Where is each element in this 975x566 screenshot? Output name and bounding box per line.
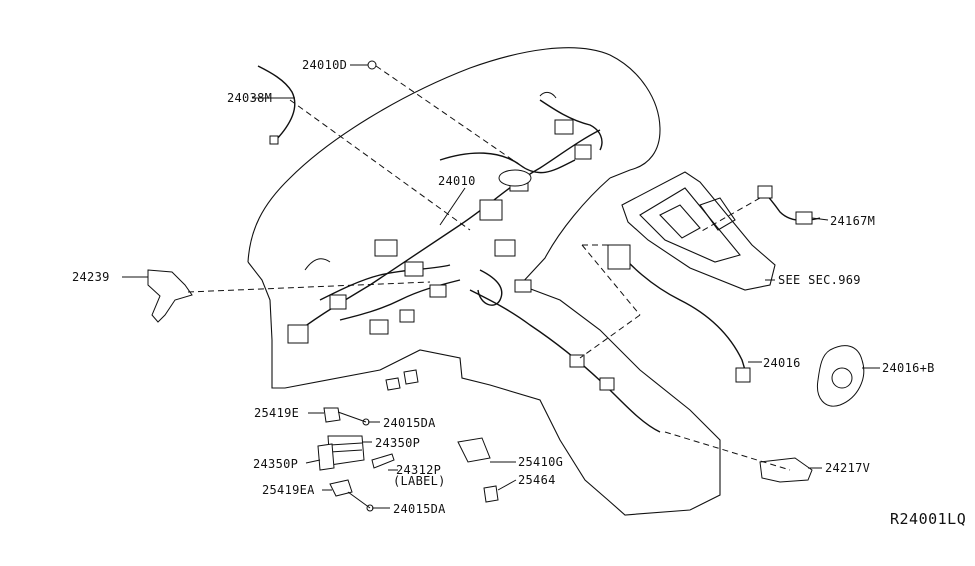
label-24010: 24010	[438, 174, 476, 188]
label-24167M: 24167M	[830, 214, 875, 228]
center-console-outline	[621, 171, 776, 291]
console-harness-24167M	[757, 185, 821, 225]
label-24217V: 24217V	[825, 461, 870, 475]
leader-lines	[122, 64, 880, 509]
label-24312P: 24312P	[396, 463, 441, 477]
label-see-sec-969: SEE SEC.969	[778, 273, 861, 287]
label-24016B: 24016+B	[882, 361, 935, 375]
label-24010D: 24010D	[302, 58, 347, 72]
label-24016: 24016	[763, 356, 801, 370]
label-24015DA-upper: 24015DA	[383, 416, 436, 430]
clip-24217V	[759, 457, 813, 483]
label-25410G: 25410G	[518, 455, 563, 469]
part-24016B	[816, 345, 865, 407]
main-harness-24010	[287, 91, 661, 433]
label-24038M: 24038M	[227, 91, 272, 105]
label-24239: 24239	[72, 270, 110, 284]
label-25419E: 25419E	[254, 406, 299, 420]
instrument-panel-outline	[247, 47, 721, 516]
sub-harness-24016	[607, 244, 751, 383]
bolt-24010D	[367, 60, 377, 70]
fuse-box-parts	[317, 369, 499, 512]
label-25419EA: 25419EA	[262, 483, 315, 497]
bracket-24239	[147, 269, 193, 323]
label-24350P-left: 24350P	[253, 457, 298, 471]
label-24312P-sub: (LABEL)	[393, 474, 446, 488]
label-24350P-right: 24350P	[375, 436, 420, 450]
ground-strap-24038M	[257, 65, 296, 145]
label-25464: 25464	[518, 473, 556, 487]
drawing-reference: R24001LQ	[890, 510, 966, 528]
label-24015DA-lower: 24015DA	[393, 502, 446, 516]
